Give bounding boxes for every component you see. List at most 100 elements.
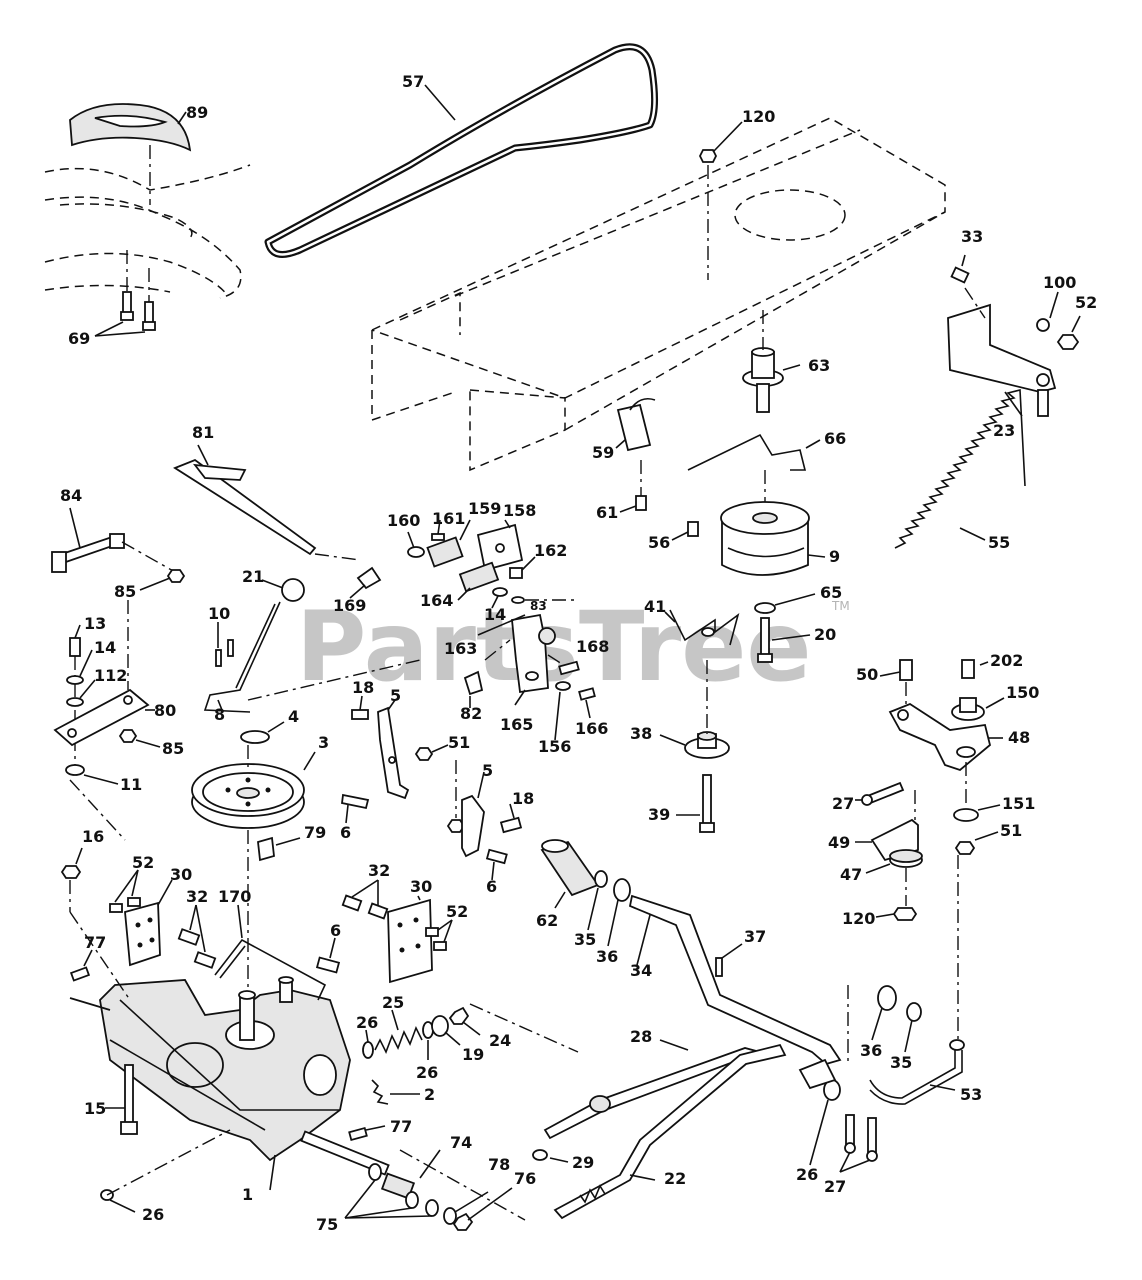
label-120-top[interactable]: 120 (742, 107, 775, 126)
part-52-nut-top[interactable] (1056, 315, 1081, 350)
part-23-bracket[interactable] (947, 287, 1057, 417)
part-19-spacer[interactable] (431, 1015, 461, 1046)
label-15[interactable]: 15 (84, 1099, 106, 1118)
label-161[interactable]: 161 (432, 509, 465, 528)
part-16-nut[interactable] (60, 847, 83, 912)
part-21-knob[interactable] (261, 578, 305, 602)
label-77-lower[interactable]: 77 (390, 1117, 412, 1136)
label-35-lower[interactable]: 35 (890, 1053, 912, 1072)
label-51-mid[interactable]: 51 (448, 733, 470, 752)
part-27-bolt-upper[interactable] (855, 781, 905, 806)
label-6-lower[interactable]: 6 (486, 877, 497, 896)
part-163-rod[interactable] (477, 614, 526, 661)
part-53-rod[interactable] (869, 855, 965, 1105)
part-48-idler-arm[interactable] (888, 702, 1003, 772)
part-165-bracket[interactable] (511, 613, 556, 706)
label-26-a[interactable]: 26 (356, 1013, 378, 1032)
label-22[interactable]: 22 (664, 1169, 686, 1188)
label-38[interactable]: 38 (630, 724, 652, 743)
part-18-bolt-upper[interactable] (351, 695, 369, 720)
label-170[interactable]: 170 (218, 887, 251, 906)
label-52-left[interactable]: 52 (132, 853, 154, 872)
part-29-bushing[interactable] (532, 1149, 569, 1163)
label-8[interactable]: 8 (214, 705, 225, 724)
part-160-washer[interactable] (407, 531, 425, 558)
part-39-bolt[interactable] (676, 774, 715, 833)
part-34-shaft[interactable] (628, 894, 842, 1065)
label-158[interactable]: 158 (503, 501, 536, 520)
label-56[interactable]: 56 (648, 533, 670, 552)
part-100-washer[interactable] (1036, 291, 1059, 332)
label-36-upper[interactable]: 36 (596, 947, 618, 966)
part-26-washer-right[interactable] (798, 1058, 841, 1166)
label-5-upper[interactable]: 5 (390, 686, 401, 705)
part-18-bolt-lower[interactable] (499, 803, 523, 834)
part-26-washer-b[interactable] (422, 1021, 434, 1060)
label-25[interactable]: 25 (382, 993, 404, 1012)
label-62[interactable]: 62 (536, 911, 558, 930)
label-75[interactable]: 75 (316, 1215, 338, 1234)
part-84-rod[interactable] (51, 507, 176, 573)
part-35-bushing-lower[interactable] (904, 1002, 922, 1053)
label-165[interactable]: 165 (500, 715, 533, 734)
part-80-plate[interactable] (53, 600, 155, 747)
part-51-nut-mid[interactable] (414, 744, 466, 833)
label-34[interactable]: 34 (630, 961, 652, 980)
label-83[interactable]: 83 (530, 599, 547, 613)
part-66-rod[interactable] (687, 433, 821, 471)
label-26-b[interactable]: 26 (416, 1063, 438, 1082)
label-24[interactable]: 24 (489, 1031, 511, 1050)
part-159-bushing[interactable] (426, 519, 471, 568)
label-150[interactable]: 150 (1006, 683, 1039, 702)
part-30-bracket-right[interactable] (387, 895, 433, 984)
part-56-bolt[interactable] (671, 521, 699, 541)
part-65-washer[interactable] (754, 593, 816, 614)
part-6-bolt-transaxle[interactable] (315, 937, 341, 974)
label-65[interactable]: 65 (820, 583, 842, 602)
label-2[interactable]: 2 (424, 1085, 435, 1104)
label-59[interactable]: 59 (592, 443, 614, 462)
part-33-bolt[interactable] (950, 254, 970, 284)
label-85-upper[interactable]: 85 (114, 582, 136, 601)
part-89-cover[interactable] (69, 103, 192, 205)
part-5-bracket-upper[interactable] (377, 699, 410, 800)
label-120-right[interactable]: 120 (842, 909, 875, 928)
label-162[interactable]: 162 (534, 541, 567, 560)
label-79[interactable]: 79 (304, 823, 326, 842)
part-69-bolts[interactable] (94, 250, 156, 337)
part-51-nut-right[interactable] (954, 831, 999, 855)
part-14-washer-left[interactable] (66, 649, 93, 685)
part-4-ring[interactable] (240, 721, 285, 744)
label-20[interactable]: 20 (814, 625, 836, 644)
label-21[interactable]: 21 (242, 567, 264, 586)
label-168[interactable]: 168 (576, 637, 609, 656)
label-53[interactable]: 53 (960, 1085, 982, 1104)
label-14-left[interactable]: 14 (94, 638, 116, 657)
label-13[interactable]: 13 (84, 614, 106, 633)
label-30-left[interactable]: 30 (170, 865, 192, 884)
part-22-rod[interactable] (553, 1043, 787, 1220)
label-30-right[interactable]: 30 (410, 877, 432, 896)
part-38-pulley[interactable] (659, 660, 730, 759)
part-82-clip[interactable] (463, 670, 484, 708)
part-52-bolts-right[interactable] (425, 919, 453, 951)
part-55-spring[interactable] (894, 388, 1026, 549)
part-6-bolt-upper[interactable] (341, 793, 370, 824)
part-83-washer[interactable] (511, 596, 575, 604)
label-151[interactable]: 151 (1002, 794, 1035, 813)
part-158-bracket[interactable] (476, 519, 524, 572)
part-1-transaxle[interactable] (69, 779, 390, 1191)
part-47-pulley[interactable] (865, 849, 923, 874)
label-51-right[interactable]: 51 (1000, 821, 1022, 840)
part-120-nut-right[interactable] (875, 868, 918, 921)
part-30-bracket-left[interactable] (69, 879, 173, 1001)
label-63[interactable]: 63 (808, 356, 830, 375)
label-84[interactable]: 84 (60, 486, 82, 505)
label-57[interactable]: 57 (402, 72, 424, 91)
label-82[interactable]: 82 (460, 704, 482, 723)
part-50-bolt[interactable] (879, 659, 913, 705)
label-28[interactable]: 28 (630, 1027, 652, 1046)
label-35-upper[interactable]: 35 (574, 930, 596, 949)
label-164[interactable]: 164 (420, 591, 453, 610)
part-164-spacer[interactable] (457, 561, 500, 601)
